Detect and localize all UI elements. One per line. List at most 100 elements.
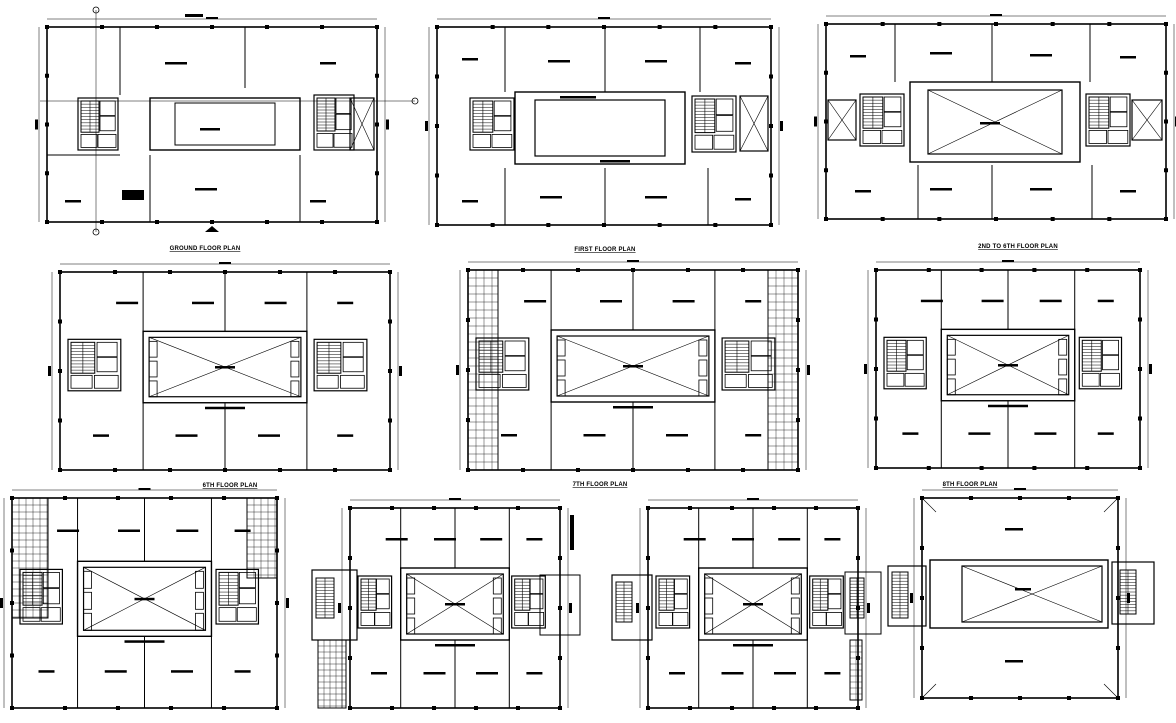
lift-shaft — [1109, 111, 1128, 128]
column — [874, 268, 878, 272]
column — [348, 556, 352, 560]
gridline-marker — [286, 598, 289, 608]
room-label — [337, 434, 354, 437]
terrace-hatch-outline — [11, 497, 49, 619]
corridor-ring — [514, 91, 686, 165]
column — [824, 119, 828, 124]
lift-shaft — [493, 115, 512, 132]
room-label — [666, 434, 688, 437]
toilet-block — [672, 612, 689, 626]
gridline-marker — [0, 598, 3, 608]
corner-diagonal — [921, 683, 937, 699]
floor-plan-10 — [887, 488, 1155, 700]
room-label — [774, 672, 796, 675]
corridor-label — [124, 640, 165, 643]
column — [576, 268, 580, 272]
lift-shaft — [504, 340, 526, 356]
lift-shaft — [1102, 339, 1119, 356]
dimension-text — [1002, 260, 1014, 262]
lift-shaft — [376, 578, 390, 594]
column — [474, 706, 478, 710]
lift-shaft — [342, 341, 364, 358]
duct-void — [349, 97, 375, 151]
floor-plan-7 — [0, 488, 289, 710]
column — [994, 217, 998, 221]
lift-shaft — [376, 593, 390, 610]
lift-shaft — [504, 355, 526, 372]
column — [646, 656, 650, 660]
balcony-rail — [570, 515, 574, 550]
stair-core — [1111, 561, 1155, 625]
column — [1116, 546, 1120, 550]
lift-shaft — [827, 578, 842, 594]
column — [58, 418, 62, 423]
room-label — [264, 301, 287, 305]
toilet-block — [491, 133, 513, 148]
column — [730, 506, 734, 510]
column — [1116, 646, 1120, 650]
lift-car — [704, 577, 714, 595]
room-label — [116, 301, 139, 305]
lift-shaft — [238, 588, 256, 605]
corner-diagonal — [921, 497, 937, 513]
room-label — [526, 538, 543, 541]
column — [874, 317, 878, 322]
column — [741, 268, 745, 272]
gridline-marker — [48, 366, 51, 376]
column — [688, 706, 692, 710]
column — [741, 468, 745, 472]
column — [388, 418, 392, 423]
room-label — [743, 603, 763, 606]
room-label — [968, 432, 991, 435]
column — [1032, 466, 1037, 470]
roof-void — [961, 565, 1103, 623]
service-core — [313, 94, 355, 151]
corridor-label — [435, 644, 475, 647]
column — [58, 270, 62, 274]
terrace-hatch-outline — [246, 497, 278, 579]
column — [113, 270, 117, 274]
column — [155, 220, 159, 224]
column — [63, 496, 67, 500]
lift-shaft — [529, 578, 544, 594]
plan-title-second-to-sixth: 2ND TO 6TH FLOOR PLAN — [978, 244, 1058, 250]
column — [278, 468, 282, 472]
toilet-block — [724, 373, 747, 388]
room-label — [524, 300, 547, 303]
column — [602, 25, 606, 29]
column — [275, 706, 279, 710]
toilet-block — [236, 607, 257, 622]
column — [969, 496, 973, 500]
column — [602, 223, 606, 227]
room-label — [980, 122, 1000, 125]
room-label — [171, 670, 193, 673]
column — [169, 496, 173, 500]
column — [686, 268, 690, 272]
room-label — [480, 538, 503, 541]
column — [168, 468, 172, 472]
lift-car — [290, 340, 300, 358]
service-core — [313, 338, 368, 392]
service-core — [1085, 93, 1131, 147]
room-label — [1030, 54, 1052, 57]
gridline-marker — [864, 364, 867, 374]
column — [388, 468, 392, 472]
column — [45, 122, 49, 127]
toilet-block — [826, 612, 843, 626]
room-label — [57, 529, 80, 532]
ground-floor-plan — [35, 6, 419, 236]
room-label — [1097, 432, 1114, 435]
toilet-block — [1081, 372, 1100, 387]
column — [375, 73, 379, 78]
room-label — [623, 365, 643, 368]
column — [1085, 466, 1090, 470]
service-core — [215, 568, 260, 625]
room-label — [745, 300, 762, 303]
lift-car — [790, 597, 800, 615]
gridline-marker — [35, 119, 38, 130]
column — [320, 220, 324, 224]
column — [10, 653, 14, 658]
column — [390, 706, 394, 710]
corner-diagonal — [1103, 497, 1119, 513]
